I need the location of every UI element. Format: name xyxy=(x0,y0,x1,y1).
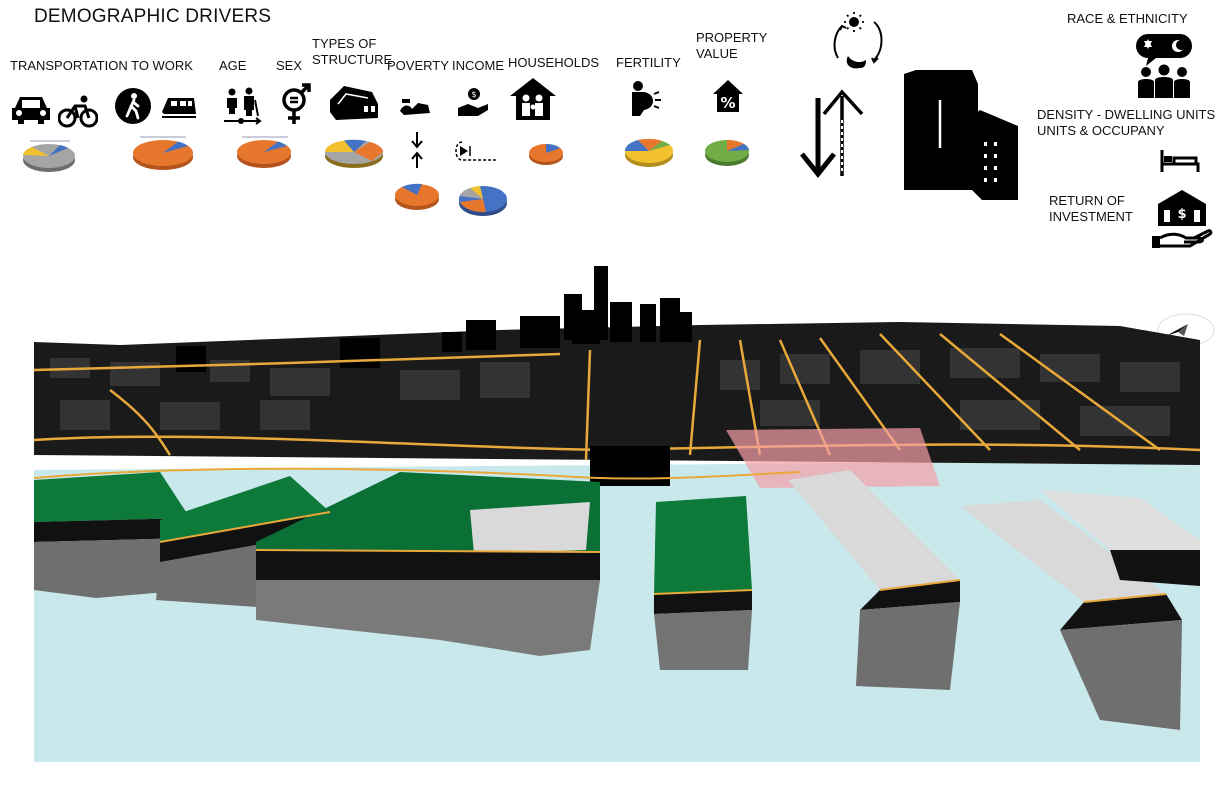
income-icon: $ xyxy=(456,86,490,120)
train-icon xyxy=(160,92,198,122)
pie-poverty xyxy=(392,176,442,216)
pier-7 xyxy=(1040,490,1200,586)
label-income: INCOME xyxy=(452,58,504,73)
religion-group-icon xyxy=(1132,30,1196,100)
bicycle-icon xyxy=(58,94,98,128)
building-icon xyxy=(902,70,1022,204)
up-down-arrows-icon xyxy=(796,88,872,180)
flow-arrow-icon xyxy=(452,138,498,164)
label-fertility: FERTILITY xyxy=(616,55,681,70)
downtown-towers xyxy=(176,266,692,372)
pie-transportation xyxy=(20,138,78,178)
pier-roads xyxy=(33,467,1167,603)
pie-fertility xyxy=(622,132,676,172)
house-structure-icon xyxy=(328,82,380,122)
pier-6 xyxy=(960,500,1182,730)
label-density: DENSITY - DWELLING UNITS UNITS & OCCUPAN… xyxy=(1037,107,1216,138)
pedestrian-icon xyxy=(114,87,152,125)
label-households: HOUSEHOLDS xyxy=(508,55,600,70)
pier-5 xyxy=(788,470,960,690)
svg-text:$: $ xyxy=(471,90,476,99)
svg-text:%: % xyxy=(720,94,735,112)
label-roi: RETURN OF INVESTMENT xyxy=(1049,193,1133,224)
city-model-view xyxy=(0,250,1224,770)
foreground-building xyxy=(590,446,670,486)
bed-icon xyxy=(1160,146,1200,174)
label-race: RACE & ETHNICITY xyxy=(1067,11,1188,26)
park-pier-3 xyxy=(256,472,600,656)
investment-icon: $ xyxy=(1150,188,1214,250)
building-blocks xyxy=(50,348,1180,436)
pie-structure xyxy=(322,134,386,174)
page-title: DEMOGRAPHIC DRIVERS xyxy=(34,6,272,27)
car-icon xyxy=(10,92,52,126)
day-night-cycle-icon xyxy=(830,10,890,72)
label-structure: TYPES OF STRUCTURE xyxy=(312,36,393,67)
street-network xyxy=(33,332,1201,461)
family-house-icon xyxy=(508,76,558,122)
city-block-mass xyxy=(34,322,1200,465)
label-property-value: PROPERTY VALUE xyxy=(696,30,768,61)
gender-icon xyxy=(280,82,312,126)
poverty-icon xyxy=(398,95,432,117)
house-percent-icon: % xyxy=(712,78,744,114)
converge-arrows-icon xyxy=(410,130,424,170)
pie-income xyxy=(456,178,510,222)
label-transportation: TRANSPORTATION TO WORK xyxy=(10,58,193,73)
label-sex: SEX xyxy=(276,58,303,73)
label-poverty: POVERTY xyxy=(387,58,449,73)
age-icon xyxy=(222,86,264,126)
svg-text:$: $ xyxy=(1177,207,1186,222)
pie-pedestrian xyxy=(130,134,196,176)
pregnancy-icon xyxy=(626,80,662,118)
label-age: AGE xyxy=(219,58,247,73)
pie-households xyxy=(526,138,566,170)
park-pier-4 xyxy=(654,496,752,670)
pie-property-value xyxy=(702,132,752,172)
park-pier-1 xyxy=(34,472,190,598)
pie-age xyxy=(234,134,294,174)
